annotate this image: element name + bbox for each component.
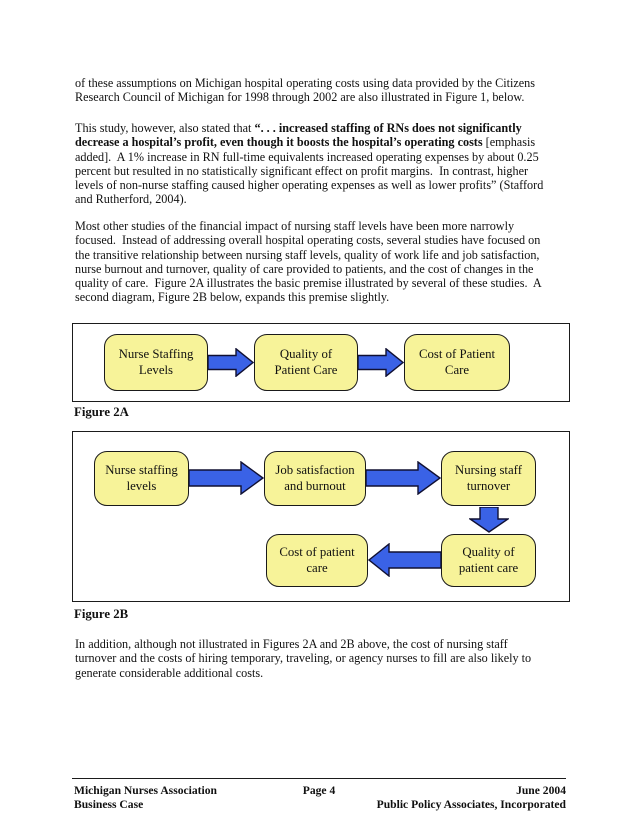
figure-caption-2a: Figure 2A [74,405,129,419]
page-footer: Michigan Nurses Association Business Cas… [72,778,566,811]
footer-company-name: Public Policy Associates, Incorporated [376,798,566,812]
arrow-right-icon [366,461,441,495]
figure-2b-diagram: Nurse staffing levels Job satisfaction a… [72,431,570,602]
footer-date: June 2004 [516,784,566,797]
arrow-left-icon [368,543,441,577]
footer-doc-title: Business Case [74,798,144,812]
figure-caption-2b: Figure 2B [74,607,129,621]
body-paragraph-3: Most other studies of the financial impa… [75,219,542,305]
arrow-right-icon [189,461,264,495]
flow-node-quality-of-patient-care: Quality of Patient Care [254,334,358,391]
flow-node-job-satisfaction-and-burnout: Job satisfaction and burnout [264,451,366,506]
body-paragraph-4: In addition, although not illustrated in… [75,637,532,680]
flow-node-nurse-staffing-levels: Nurse staffing levels [94,451,189,506]
flow-node-cost-of-patient-care: Cost of Patient Care [404,334,510,391]
flow-node-nurse-staffing-levels: Nurse Staffing Levels [104,334,208,391]
flow-node-nursing-staff-turnover: Nursing staff turnover [441,451,536,506]
arrow-down-icon [469,507,509,533]
footer-page-number: Page 4 [302,784,336,797]
arrow-right-icon [358,348,404,377]
body-paragraph-2: This study, however, also stated that “.… [75,121,544,207]
body-paragraph-1: of these assumptions on Michigan hospita… [75,76,536,105]
arrow-right-icon [208,348,254,377]
figure-2a-diagram: Nurse Staffing Levels Quality of Patient… [72,323,570,402]
footer-org-name: Michigan Nurses Association [74,784,217,797]
flow-node-quality-of-patient-care: Quality of patient care [441,534,536,587]
flow-node-cost-of-patient-care: Cost of patient care [266,534,368,587]
